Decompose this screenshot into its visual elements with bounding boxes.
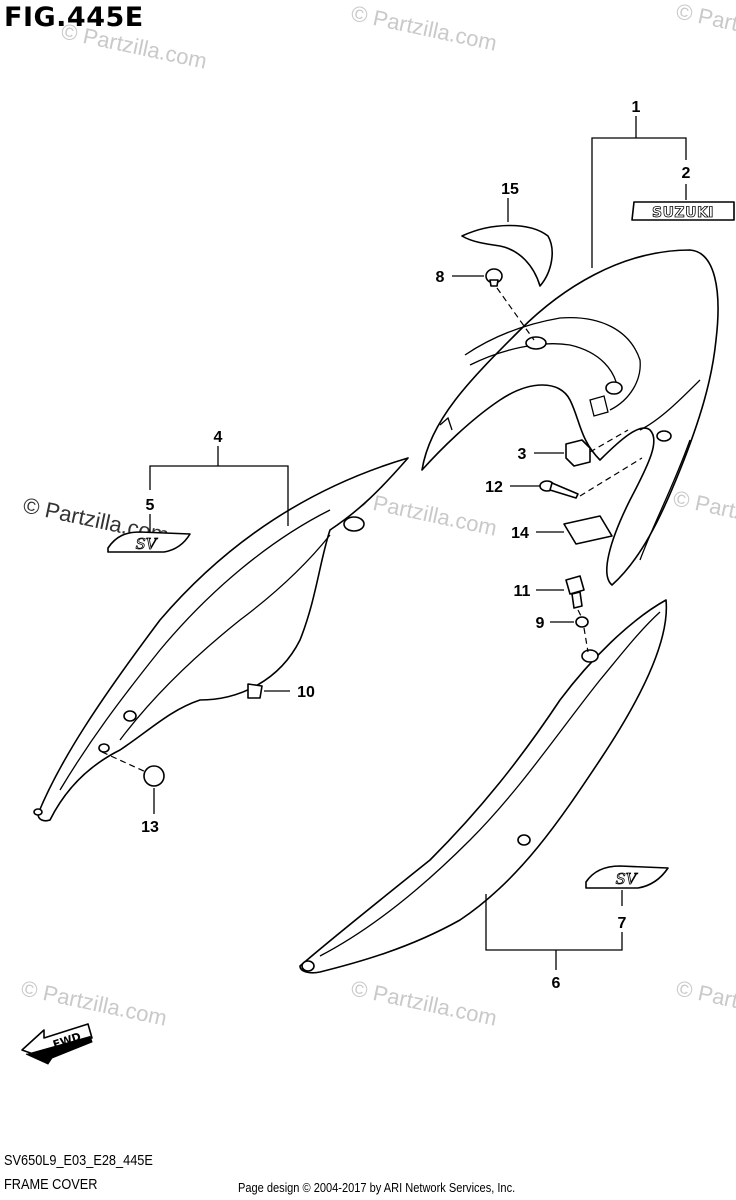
mount-hole (98, 743, 110, 753)
part-6-right-frame-cover (299, 599, 668, 974)
mount-hole (525, 336, 547, 350)
mount-hole (517, 834, 531, 846)
part-8-screw (485, 268, 503, 287)
callout-8[interactable]: 8 (436, 269, 445, 286)
sv-emblem-text: SV (615, 870, 638, 888)
callout-14[interactable]: 14 (511, 525, 529, 542)
mount-hole (123, 710, 137, 722)
callout-4[interactable]: 4 (214, 429, 223, 446)
callout-10[interactable]: 10 (297, 684, 315, 701)
watermark: © Partzilla.com (349, 0, 499, 55)
leader-lines (101, 116, 687, 970)
sv-emblem-text: SV (135, 535, 158, 553)
part-1-rear-cowl (421, 249, 719, 586)
mount-hole (33, 808, 43, 816)
watermark: © Partzilla.com (671, 485, 736, 540)
mount-hole (343, 516, 365, 532)
callout-2[interactable]: 2 (682, 165, 691, 182)
part-9-washer (575, 616, 589, 628)
callout-7[interactable]: 7 (618, 915, 627, 932)
fwd-arrow-icon: FWD (21, 1023, 93, 1065)
mount-hole (581, 649, 599, 663)
callout-12[interactable]: 12 (485, 479, 503, 496)
copyright-notice: Page design © 2004-2017 by ARI Network S… (238, 1180, 516, 1195)
part-2-suzuki-emblem: SUZUKI (631, 201, 735, 221)
diagram-code: SV650L9_E03_E28_445E (4, 1152, 153, 1169)
callout-15[interactable]: 15 (501, 181, 519, 198)
watermark: © Partzilla.com (19, 975, 169, 1030)
diagram-caption: FRAME COVER (4, 1176, 98, 1193)
part-15-pad (461, 224, 553, 287)
part-11-bolt (565, 575, 585, 609)
part-12-screw (539, 480, 579, 499)
callouts: 1 2 3 4 5 6 7 8 9 10 11 12 13 14 15 (141, 99, 690, 992)
watermark: © Partzilla.com (349, 975, 499, 1030)
suzuki-emblem-text: SUZUKI (652, 205, 714, 221)
part-5-sv-emblem: SV (107, 531, 191, 553)
part-10-fastener (247, 683, 263, 699)
mount-hole (301, 960, 315, 972)
callout-3[interactable]: 3 (518, 446, 527, 463)
callout-5[interactable]: 5 (146, 497, 155, 514)
mount-hole (605, 381, 623, 395)
callout-11[interactable]: 11 (514, 583, 531, 600)
callout-13[interactable]: 13 (141, 819, 159, 836)
watermark: © Partzilla.com (674, 0, 736, 54)
callout-6[interactable]: 6 (552, 975, 561, 992)
part-4-left-frame-cover (33, 457, 409, 822)
part-13-cap (143, 765, 165, 787)
figure-title: FIG.445E (4, 2, 144, 33)
callout-1[interactable]: 1 (632, 99, 641, 116)
part-14-pad (563, 515, 613, 545)
watermark: © Partzilla.com (674, 975, 736, 1030)
watermark: © Partzilla.com (59, 18, 209, 73)
mount-hole (656, 430, 672, 442)
part-3-cushion (565, 439, 591, 467)
part-7-sv-emblem: SV (585, 865, 669, 889)
callout-9[interactable]: 9 (536, 615, 545, 632)
